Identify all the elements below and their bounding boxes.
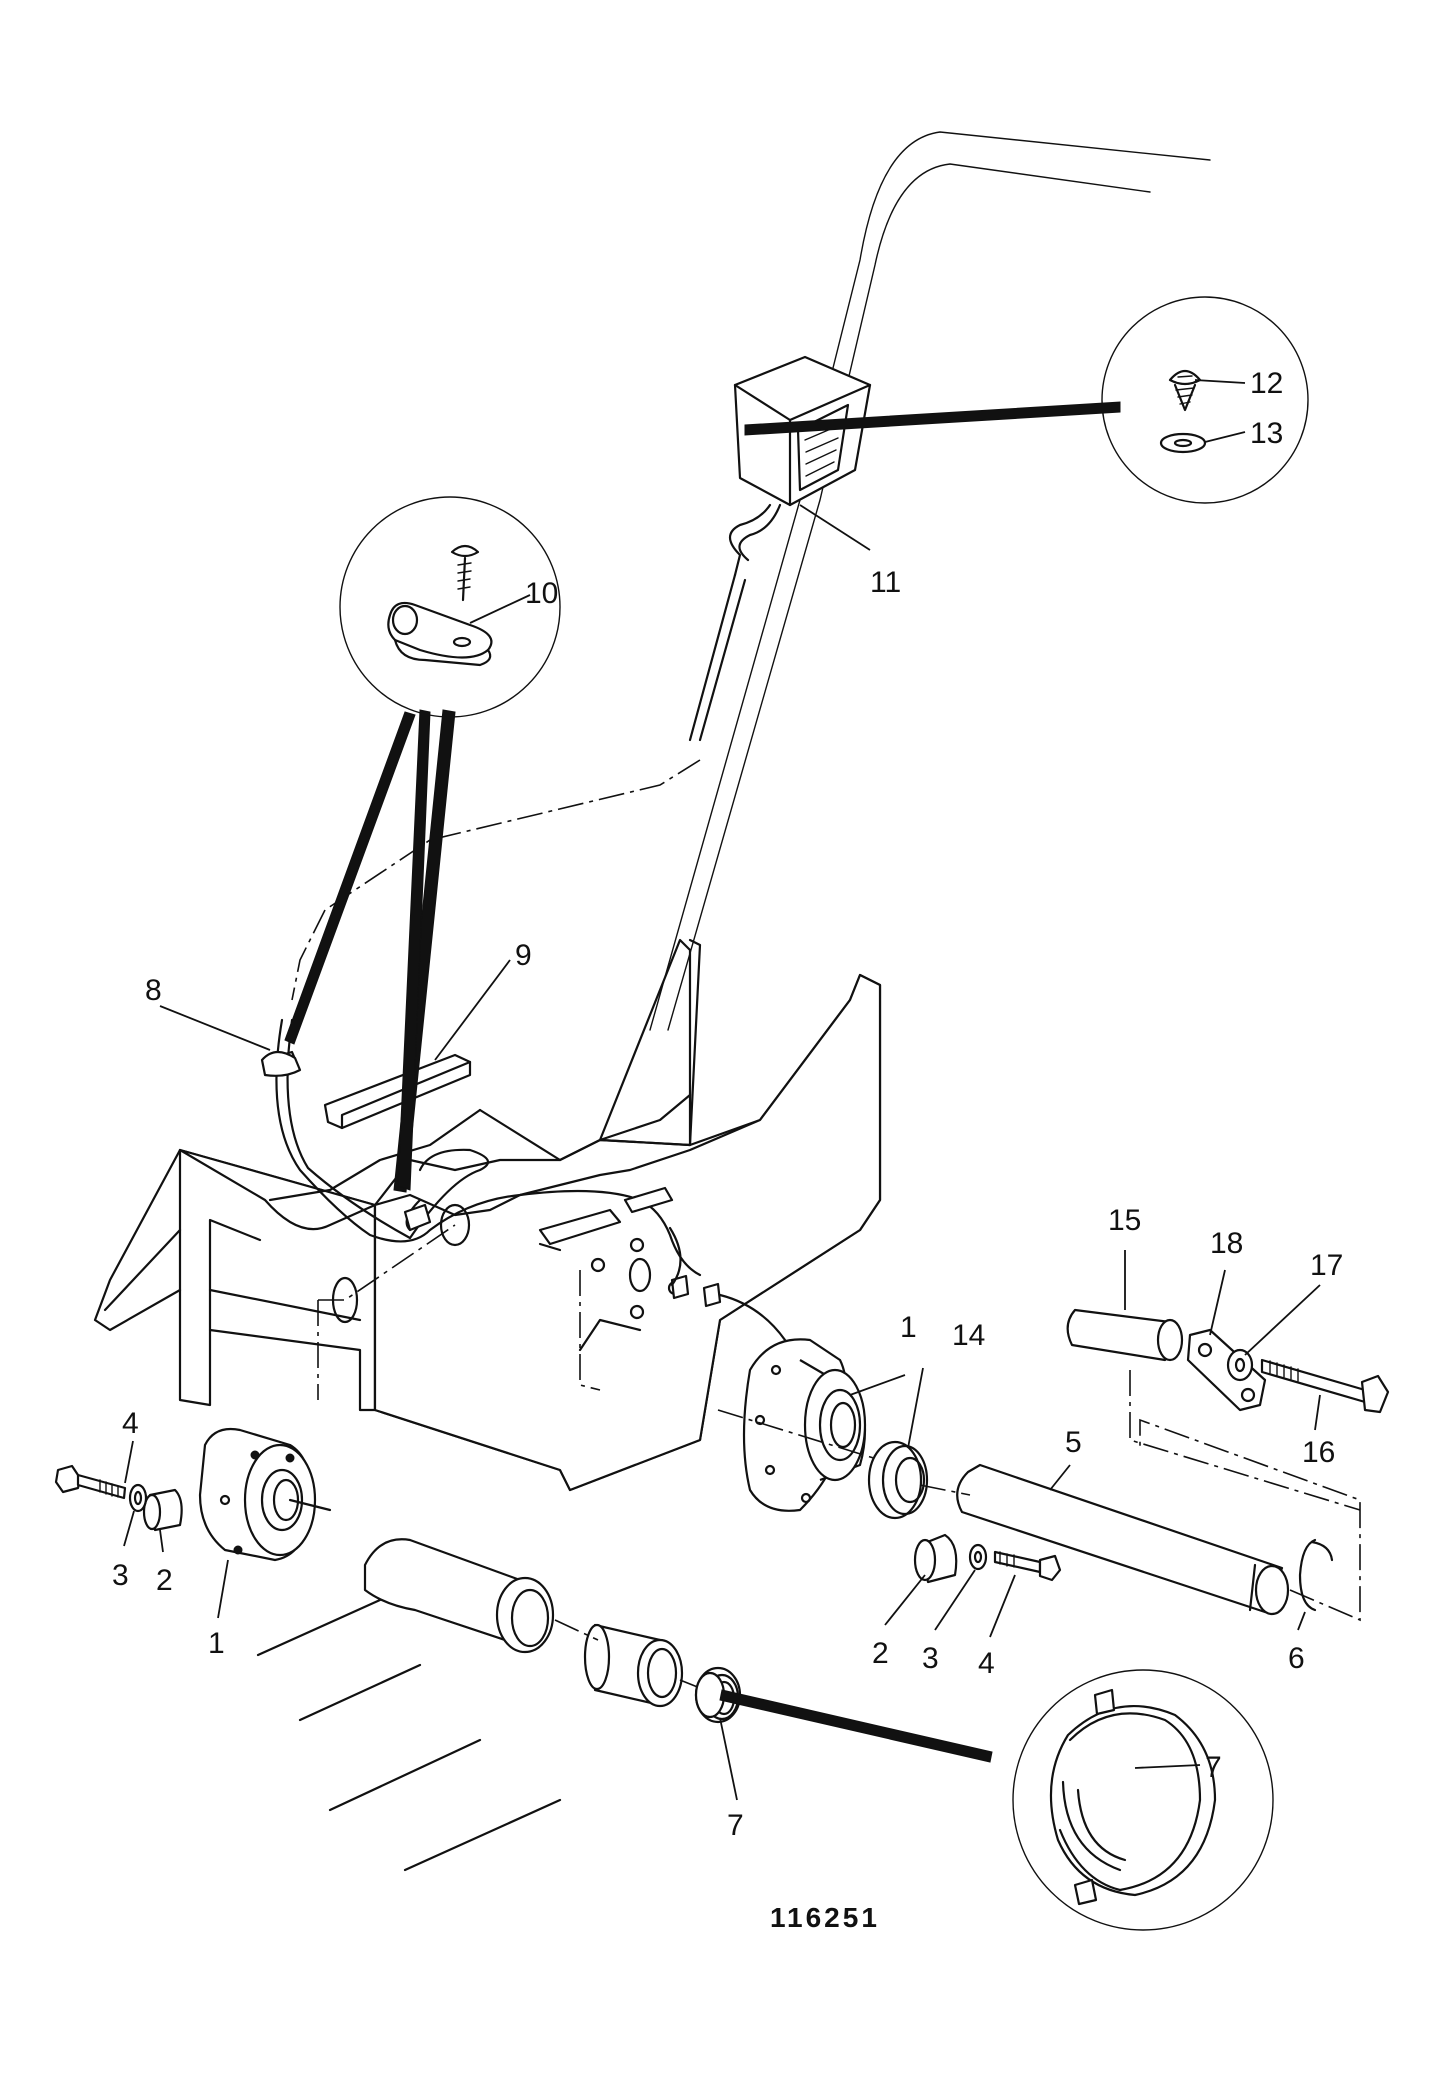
bearing-14 xyxy=(867,1440,929,1520)
seat-mounting-frame xyxy=(93,938,882,1492)
cable-clip-8 xyxy=(260,1050,302,1077)
ring-7 xyxy=(694,1671,726,1719)
callout-11: 11 xyxy=(870,566,901,599)
callout-16: 16 xyxy=(1302,1436,1335,1469)
callout-labels: 8 9 10 11 12 13 1 14 15 18 17 16 5 6 4 3… xyxy=(112,367,1343,1842)
detail-circle-screw-washer xyxy=(1101,296,1309,504)
callout-15: 15 xyxy=(1108,1204,1141,1237)
callout-9: 9 xyxy=(515,939,532,972)
callout-1-right: 1 xyxy=(900,1311,917,1344)
callout-7: 7 xyxy=(727,1809,744,1842)
callout-10: 10 xyxy=(525,577,558,610)
leader-lines xyxy=(123,379,1321,1801)
channel-strip-9 xyxy=(323,1053,472,1130)
circlip-6 xyxy=(1139,1418,1361,1622)
bolt-16 xyxy=(1129,1358,1390,1511)
left-washer-3 xyxy=(128,1483,148,1513)
right-spacer-2 xyxy=(913,1533,958,1584)
pivot-shaft-5 xyxy=(919,1463,1290,1616)
callout-7-detail: 7 xyxy=(1205,1751,1222,1784)
drawing-number: 116251 xyxy=(770,1902,880,1933)
left-bolt-4 xyxy=(54,1464,127,1500)
callout-17: 17 xyxy=(1310,1249,1343,1282)
right-flange-bearing xyxy=(717,1338,881,1512)
callout-4-right: 4 xyxy=(978,1647,995,1680)
right-washer-3 xyxy=(968,1543,988,1571)
callout-3-right: 3 xyxy=(922,1642,939,1675)
callout-5: 5 xyxy=(1065,1426,1082,1459)
callout-1-left: 1 xyxy=(208,1627,225,1660)
callout-6: 6 xyxy=(1288,1642,1305,1675)
callout-8: 8 xyxy=(145,974,162,1007)
bush-15 xyxy=(1066,1308,1184,1362)
bushing-assembly xyxy=(256,1538,742,1872)
callout-18: 18 xyxy=(1210,1227,1243,1260)
left-flange-bearing xyxy=(198,1427,332,1562)
left-spacer-2 xyxy=(142,1488,183,1532)
callout-12: 12 xyxy=(1250,367,1283,400)
callout-13: 13 xyxy=(1250,417,1283,450)
bracket-18 xyxy=(1186,1328,1267,1412)
right-bolt-4 xyxy=(993,1550,1062,1582)
callout-2-right: 2 xyxy=(872,1637,889,1670)
callout-3-left: 3 xyxy=(112,1559,129,1592)
hour-meter-11 xyxy=(688,355,872,742)
detail-circle-ring xyxy=(1012,1669,1274,1931)
washer-17 xyxy=(1226,1348,1254,1382)
cab-frame-outline xyxy=(291,131,1211,1031)
callout-14: 14 xyxy=(952,1319,985,1352)
callout-2-left: 2 xyxy=(156,1564,173,1597)
callout-4-left: 4 xyxy=(122,1407,139,1440)
